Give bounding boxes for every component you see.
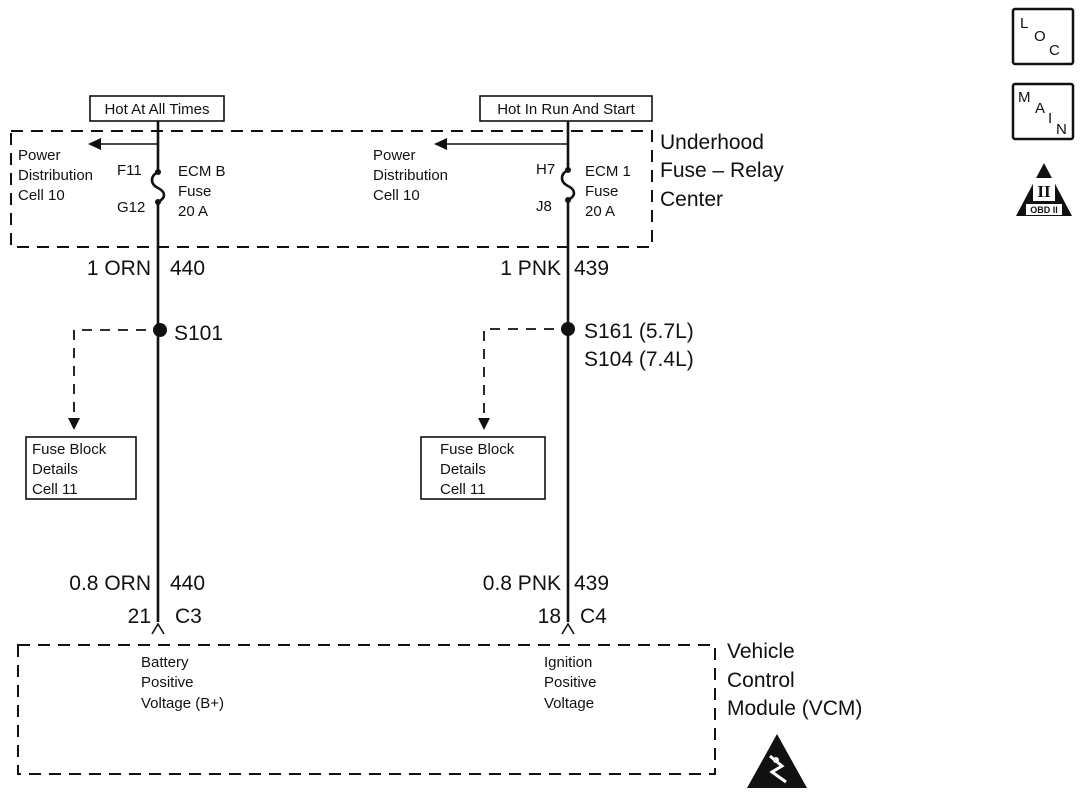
right-fuse-block-line-1: Fuse Block: [440, 441, 515, 458]
main-letter-i: I: [1048, 110, 1052, 127]
left-fuse-name-line-1: ECM B: [178, 163, 226, 180]
right-connector-pin: 18: [538, 605, 561, 628]
fuse-center-name-line-1: Underhood: [660, 131, 764, 154]
loc-letter-l: L: [1020, 15, 1028, 32]
right-connector-name: C4: [580, 605, 607, 628]
vcm-name: Vehicle Control Module (VCM): [727, 640, 862, 720]
left-power-dist-line-3: Cell 10: [18, 187, 65, 204]
fuse-center-name-line-2: Fuse – Relay: [660, 159, 784, 182]
vcm-ignition-input-label: Ignition Positive Voltage: [544, 654, 597, 712]
vcm-name-line-3: Module (VCM): [727, 697, 862, 720]
loc-icon[interactable]: L O C: [1011, 7, 1075, 66]
right-fuse-block-ref-box: [420, 436, 546, 500]
right-fuse-block-dashed-lead: [483, 328, 554, 418]
underhood-fuse-relay-center-box: [10, 130, 653, 248]
left-upper-circuit-number: 440: [170, 257, 205, 280]
vcm-battery-input-label: Battery Positive Voltage (B+): [141, 654, 224, 712]
right-fuse-name-line-1: ECM 1: [585, 163, 631, 180]
right-fuse-terminal-top: [565, 167, 571, 173]
left-power-dist-arrow-head: [88, 138, 101, 150]
left-power-dist-line-2: Distribution: [18, 167, 93, 184]
right-connector-symbol: [561, 622, 575, 635]
left-fuse-terminal-top: [155, 169, 161, 175]
splice-s104-label: S104 (7.4L): [584, 348, 694, 371]
obd-numeral: II: [1037, 182, 1051, 201]
vcm-left-input-line-3: Voltage (B+): [141, 695, 224, 712]
fuse-center-name: Underhood Fuse – Relay Center: [660, 131, 784, 211]
right-power-dist-line-3: Cell 10: [373, 187, 420, 204]
vcm-right-input-line-1: Ignition: [544, 654, 592, 671]
right-fuse-name-line-2: Fuse: [585, 183, 618, 200]
left-lower-wire-color: 0.8 ORN: [69, 572, 151, 595]
right-upper-wire-color: 1 PNK: [500, 257, 561, 280]
hot-in-run-and-start-label: Hot In Run And Start: [479, 95, 653, 122]
vcm-name-line-1: Vehicle: [727, 640, 795, 663]
vcm-right-input-line-2: Positive: [544, 674, 597, 691]
obd-label: OBD II: [1030, 205, 1058, 215]
right-lower-wire-color: 0.8 PNK: [483, 572, 561, 595]
right-lower-circuit-number: 439: [574, 572, 609, 595]
left-fuse-block-line-3: Cell 11: [32, 481, 78, 498]
main-icon[interactable]: M A I N: [1011, 82, 1075, 141]
esd-warning-icon: [747, 734, 807, 788]
hot-at-all-times-text: Hot At All Times: [104, 101, 209, 118]
left-terminal-bottom-label: G12: [117, 199, 145, 216]
left-connector-name: C3: [175, 605, 202, 628]
main-letter-n: N: [1056, 121, 1067, 138]
loc-letter-c: C: [1049, 42, 1060, 59]
right-terminal-top-label: H7: [536, 161, 555, 178]
left-fuse-block-ref-box: [25, 436, 137, 500]
vcm-left-input-line-1: Battery: [141, 654, 189, 671]
right-fuse-block-line-2: Details: [440, 461, 486, 478]
left-terminal-top-label: F11: [117, 162, 142, 179]
right-fuse-block-line-3: Cell 11: [440, 481, 486, 498]
obd-ii-icon[interactable]: II OBD II: [1016, 163, 1072, 216]
right-fuse-name-line-3: 20 A: [585, 203, 615, 220]
left-fuse-block-arrow-head: [68, 418, 80, 430]
right-power-distribution-ref: Power Distribution Cell 10: [373, 147, 448, 204]
left-connector-symbol: [151, 622, 165, 635]
right-fuse-block-arrow-head: [478, 418, 490, 430]
left-fuse-block-dashed-lead: [73, 329, 146, 418]
splice-s101-label: S101: [174, 322, 223, 345]
vcm-name-line-2: Control: [727, 669, 795, 692]
left-upper-wire-color: 1 ORN: [87, 257, 151, 280]
right-power-dist-arrow-head: [434, 138, 447, 150]
right-power-dist-line-1: Power: [373, 147, 416, 164]
left-fuse-block-line-2: Details: [32, 461, 78, 478]
hot-at-all-times-label: Hot At All Times: [89, 95, 225, 122]
left-fuse-name-line-3: 20 A: [178, 203, 208, 220]
loc-letter-o: O: [1034, 28, 1046, 45]
right-power-dist-line-2: Distribution: [373, 167, 448, 184]
left-connector-pin: 21: [128, 605, 151, 628]
left-power-dist-line-1: Power: [18, 147, 61, 164]
hot-in-run-and-start-text: Hot In Run And Start: [497, 101, 635, 118]
splice-s161-label: S161 (5.7L): [584, 320, 694, 343]
splice-s101-dot: [153, 323, 167, 337]
left-fuse-symbol: [150, 170, 166, 204]
left-fuse-name-line-2: Fuse: [178, 183, 211, 200]
right-upper-circuit-number: 439: [574, 257, 609, 280]
vcm-box: [17, 644, 716, 775]
right-fuse-symbol: [560, 168, 576, 202]
vcm-right-input-line-3: Voltage: [544, 695, 594, 712]
right-terminal-bottom-label: J8: [536, 198, 552, 215]
fuse-center-name-line-3: Center: [660, 188, 723, 211]
left-power-distribution-ref: Power Distribution Cell 10: [18, 147, 93, 204]
left-lower-circuit-number: 440: [170, 572, 205, 595]
left-fuse-block-line-1: Fuse Block: [32, 441, 107, 458]
splice-s161-dot: [561, 322, 575, 336]
main-letter-m: M: [1018, 89, 1031, 106]
main-letter-a: A: [1035, 100, 1045, 117]
vcm-left-input-line-2: Positive: [141, 674, 194, 691]
